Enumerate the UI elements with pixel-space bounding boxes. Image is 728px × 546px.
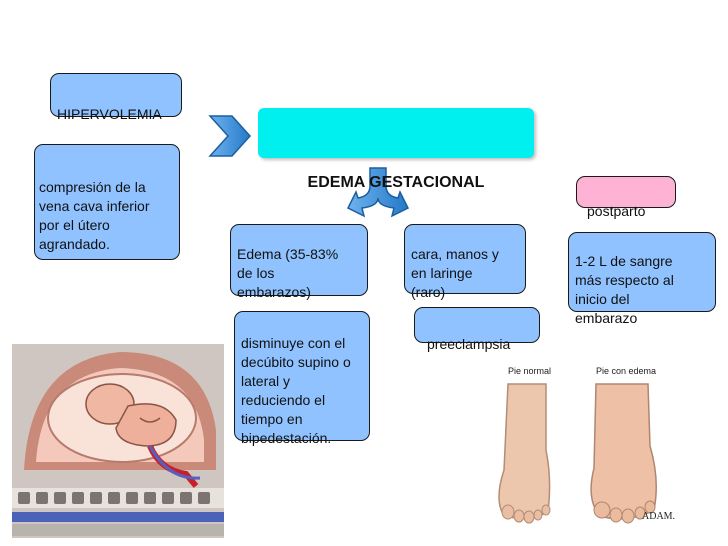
- edema-pct-box: Edema (35-83% de los embarazos): [230, 224, 368, 300]
- compresion-box: compresión de la vena cava inferior por …: [34, 144, 180, 260]
- sangre-box: 1-2 L de sangre más respecto al inicio d…: [568, 232, 716, 326]
- disminuye-text: disminuye con el decúbito supino o later…: [241, 335, 351, 446]
- title-box: EDEMA GESTACIONAL: [258, 108, 534, 191]
- hipervolemia-box: HIPERVOLEMIA: [50, 73, 182, 122]
- feet-label-edema: Pie con edema: [596, 366, 657, 376]
- feet-label-normal: Pie normal: [508, 366, 552, 376]
- ubicacion-box: cara, manos y en laringe (raro): [404, 224, 526, 300]
- edema-pct-text: Edema (35-83% de los embarazos): [237, 246, 339, 300]
- chevron-right-arrow: [208, 115, 252, 157]
- sangre-text: 1-2 L de sangre más respecto al inicio d…: [575, 253, 674, 326]
- postparto-box: postparto: [576, 176, 676, 219]
- compresion-text: compresión de la vena cava inferior por …: [39, 179, 150, 252]
- hipervolemia-text: HIPERVOLEMIA: [57, 106, 162, 122]
- title-text: EDEMA GESTACIONAL: [307, 174, 485, 191]
- ubicacion-text: cara, manos y en laringe (raro): [411, 246, 499, 300]
- adam-logo: ADAM.: [642, 511, 676, 522]
- postparto-text: postparto: [587, 203, 646, 219]
- fork-arrow: [346, 167, 410, 218]
- disminuye-box: disminuye con el decúbito supino o later…: [234, 311, 370, 446]
- preeclampsia-text: preeclampsia: [427, 336, 511, 352]
- preeclampsia-box: preeclampsia: [414, 307, 540, 352]
